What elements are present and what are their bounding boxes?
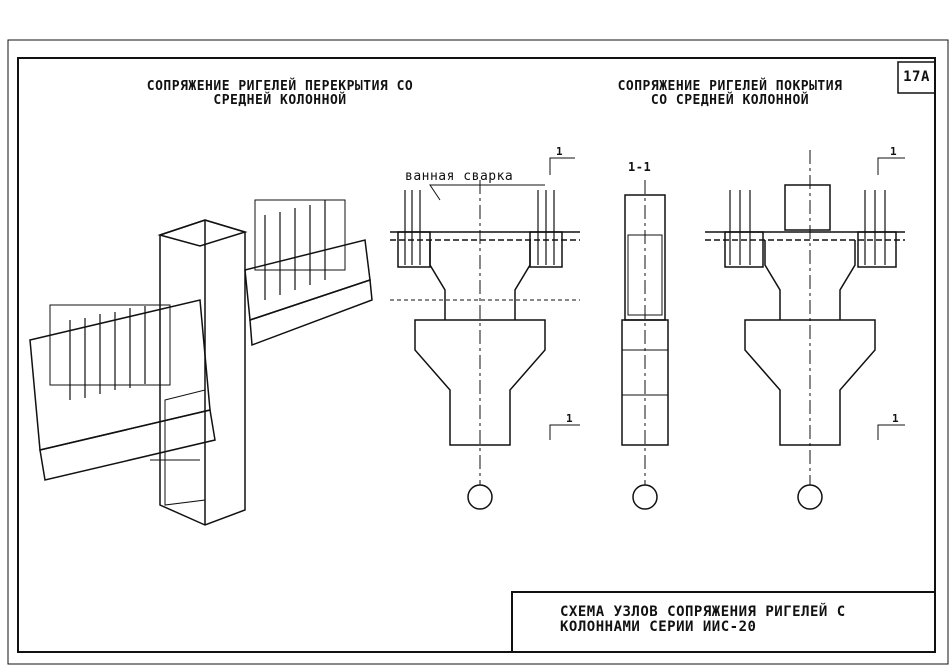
left-title-line-2: СРЕДНЕЙ КОЛОННОЙ	[213, 93, 347, 108]
right-title-line-1: СОПРЯЖЕНИЕ РИГЕЛЕЙ ПОКРЫТИЯ	[617, 79, 843, 94]
sheet-number: 17A	[903, 69, 930, 85]
section-view-floor	[390, 157, 580, 510]
title-block-text: СХЕМА УЗЛОВ СОПРЯЖЕНИЯ РИГЕЛЕЙ С КОЛОННА…	[560, 605, 846, 635]
section-mark-a-bottom: 1	[566, 412, 574, 425]
title-block-line-1: СХЕМА УЗЛОВ СОПРЯЖЕНИЯ РИГЕЛЕЙ С	[560, 604, 846, 620]
left-title: СОПРЯЖЕНИЕ РИГЕЛЕЙ ПЕРЕКРЫТИЯ СО СРЕДНЕЙ…	[120, 80, 440, 108]
section-view-1-1	[621, 180, 669, 510]
section-title-1-1: 1-1	[628, 160, 652, 174]
title-block	[511, 591, 936, 653]
section-view-roof	[705, 150, 905, 510]
right-title-line-2: СО СРЕДНЕЙ КОЛОННОЙ	[650, 93, 810, 108]
inner-frame	[17, 57, 936, 653]
outer-border	[7, 39, 949, 665]
isometric-joint-view	[29, 199, 373, 526]
section-mark-a-top: 1	[556, 145, 564, 158]
section-mark-b-top: 1	[890, 145, 898, 158]
right-title: СОПРЯЖЕНИЕ РИГЕЛЕЙ ПОКРЫТИЯ СО СРЕДНЕЙ К…	[590, 80, 870, 108]
section-mark-b-bottom: 1	[892, 412, 900, 425]
sheet-number-box	[897, 61, 936, 94]
title-block-line-2: КОЛОННАМИ СЕРИИ ИИС-20	[560, 619, 757, 635]
left-title-line-1: СОПРЯЖЕНИЕ РИГЕЛЕЙ ПЕРЕКРЫТИЯ СО	[146, 79, 414, 94]
weld-label: ванная сварка	[405, 169, 514, 184]
